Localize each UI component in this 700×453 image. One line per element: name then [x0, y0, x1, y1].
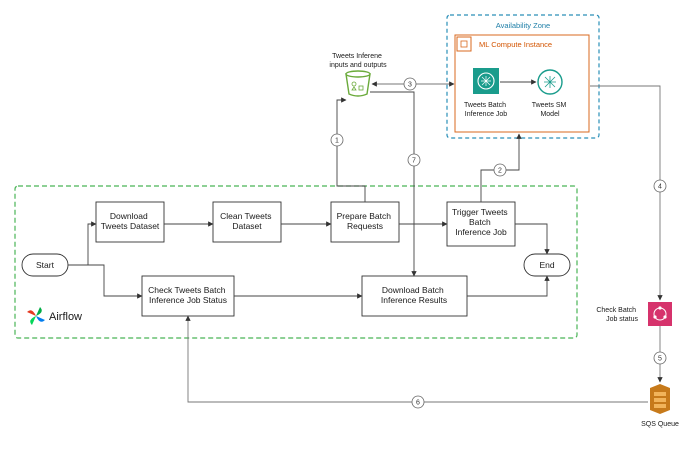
- svg-text:7: 7: [412, 158, 416, 165]
- svg-text:5: 5: [658, 356, 662, 363]
- svg-text:4: 4: [658, 184, 662, 191]
- svg-text:Download Tweets Dataset: Download Tweets Dataset: [101, 211, 160, 231]
- svg-text:Clean Tweets Dataset: Clean Tweets Dataset: [220, 211, 274, 231]
- svg-text:Download Batch Inference R: Download Batch Inference Results: [381, 285, 447, 305]
- download-tweets-task[interactable]: [95, 201, 165, 243]
- airflow-dag-container: [14, 185, 578, 339]
- end-label: End: [539, 260, 554, 270]
- ec2-chip-icon: [456, 36, 472, 52]
- step-functions-icon: [648, 302, 672, 326]
- svg-text:3: 3: [408, 82, 412, 89]
- svg-text:6: 6: [416, 400, 420, 407]
- clean-tweets-task[interactable]: [212, 201, 282, 243]
- airflow-label: Airflow: [49, 311, 82, 323]
- step-badge-5: 5: [653, 351, 667, 365]
- batch-job-label: Tweets Batch Inference Job: [464, 102, 508, 118]
- step-badge-3: 3: [403, 77, 417, 91]
- sagemaker-brain-icon: [473, 68, 499, 94]
- svg-text:Check Tweets Batch Inferen: Check Tweets Batch Inference Job Status: [148, 285, 228, 305]
- svg-text:1: 1: [335, 138, 339, 145]
- svg-text:Trigger Tweets Batch I: Trigger Tweets Batch Inference Job: [452, 207, 510, 237]
- start-label: Start: [36, 260, 55, 270]
- sm-model-label: Tweets SM Model: [532, 102, 569, 118]
- step-badge-2: 2: [493, 163, 507, 177]
- check-batch-label: Check Batch Job status: [596, 307, 638, 323]
- step-badge-1: 1: [330, 133, 344, 147]
- svg-text:2: 2: [498, 168, 502, 175]
- sqs-queue-icon: [650, 384, 670, 414]
- sqs-label: SQS Queue: [641, 421, 679, 428]
- ml-compute-instance-container: [454, 34, 590, 133]
- step-badge-4: 4: [653, 179, 667, 193]
- s3-label: Tweets Inferene inputs and outputs: [329, 53, 387, 69]
- ml-compute-instance-label: ML Compute Instance: [479, 40, 552, 49]
- step-badge-7: 7: [407, 153, 421, 167]
- prepare-batch-task[interactable]: [330, 201, 400, 243]
- step-badge-6: 6: [411, 395, 425, 409]
- download-results-task[interactable]: [361, 275, 468, 317]
- s3-bucket-icon: [345, 70, 371, 97]
- airflow-logo-icon: [27, 307, 45, 325]
- model-brain-icon: [537, 69, 563, 95]
- availability-zone-label: Availability Zone: [496, 21, 550, 30]
- availability-zone-container: [446, 14, 600, 139]
- svg-text:Prepare Batch Requests: Prepare Batch Requests: [337, 211, 394, 231]
